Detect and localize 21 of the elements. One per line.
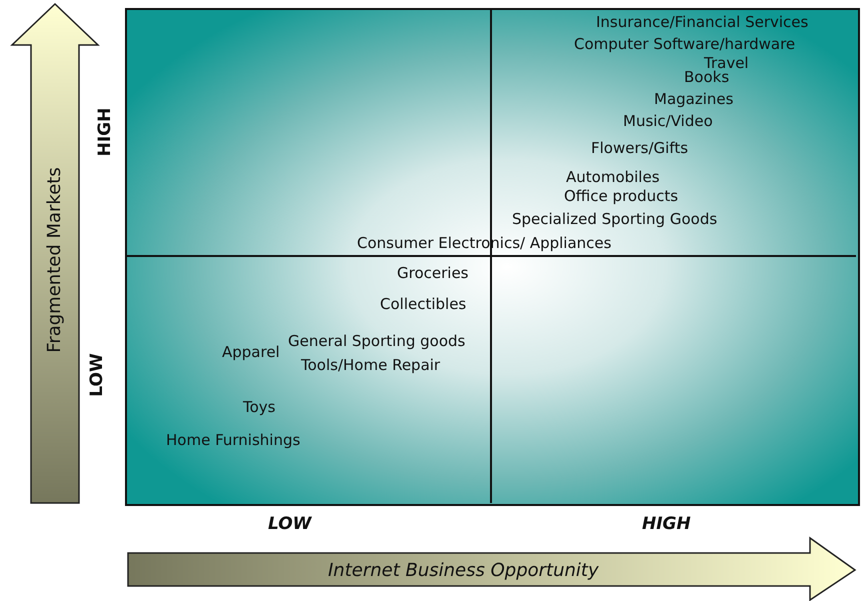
- category-label: Office products: [564, 187, 678, 205]
- axis-level-label: HIGH: [96, 108, 114, 156]
- axis-level-label: LOW: [88, 353, 106, 397]
- category-label: Music/Video: [623, 112, 713, 130]
- axis-title: Fragmented Markets: [46, 167, 64, 353]
- category-label: Collectibles: [380, 295, 466, 313]
- axis-title: Internet Business Opportunity: [328, 562, 599, 580]
- axis-level-label: HIGH: [642, 515, 691, 533]
- category-label: Groceries: [397, 264, 468, 282]
- category-label: Computer Software/hardware: [574, 35, 796, 53]
- category-label: Specialized Sporting Goods: [512, 210, 718, 228]
- axis-level-label: LOW: [268, 515, 312, 533]
- category-label: Tools/Home Repair: [301, 356, 440, 374]
- category-label: Apparel: [222, 343, 280, 361]
- category-label: Magazines: [654, 90, 734, 108]
- category-label: General Sporting goods: [288, 332, 466, 350]
- category-label: Flowers/Gifts: [591, 139, 688, 157]
- category-label: Home Furnishings: [166, 431, 300, 449]
- category-label: Toys: [243, 398, 276, 416]
- category-label: Insurance/Financial Services: [596, 13, 808, 31]
- category-label: Automobiles: [566, 168, 660, 186]
